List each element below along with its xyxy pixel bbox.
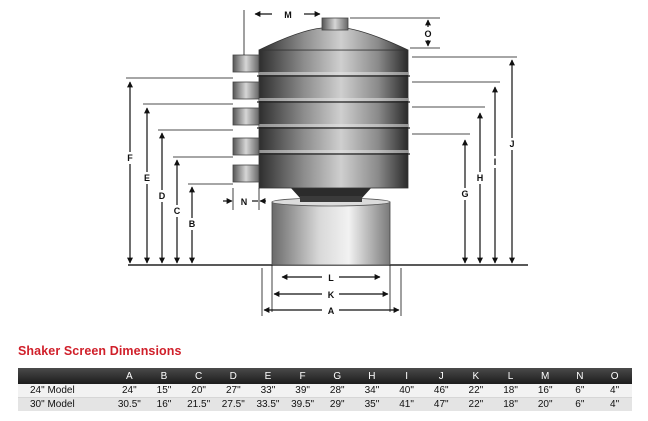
table-cell: 20" [527, 397, 563, 411]
table-header-cell: E [250, 368, 286, 384]
table-header-cell: H [354, 368, 390, 384]
table-cell: 15" [146, 384, 182, 398]
shaker-body [232, 17, 410, 266]
table-cell: 27" [215, 384, 251, 398]
table-row: 30" Model 30.5" 16" 21.5" 27.5" 33.5" 39… [18, 397, 632, 411]
table-cell: 24" [112, 384, 147, 398]
table-header-cell: A [112, 368, 147, 384]
model-name-cell: 24" Model [18, 384, 112, 398]
dim-label-m: M [284, 10, 292, 20]
model-name-cell: 30" Model [18, 397, 112, 411]
table-cell: 22" [458, 397, 494, 411]
dim-label-l: L [328, 273, 334, 283]
top-spout [321, 17, 349, 31]
table-header-cell: N [562, 368, 598, 384]
table-cell: 6" [562, 397, 598, 411]
dim-label-j: J [509, 139, 514, 149]
discharge-spouts [232, 54, 260, 183]
table-cell: 28" [319, 384, 355, 398]
table-cell: 47" [423, 397, 459, 411]
table-header-cell [18, 368, 112, 384]
dim-label-i: I [494, 157, 497, 167]
dim-label-b: B [189, 219, 196, 229]
dim-label-e: E [144, 173, 150, 183]
top-dome [258, 27, 409, 51]
dim-label-a: A [328, 306, 335, 316]
dim-label-k: K [328, 290, 335, 300]
table-cell: 34" [354, 384, 390, 398]
table-header-cell: B [146, 368, 182, 384]
table-cell: 18" [493, 384, 528, 398]
table-cell: 33" [250, 384, 286, 398]
dim-label-g: G [461, 189, 468, 199]
table-cell: 41" [389, 397, 424, 411]
shaker-screen-diagram: F E D C B G H I J M O N L K A [124, 10, 528, 316]
dim-label-d: D [159, 191, 166, 201]
table-header-cell: O [597, 368, 632, 384]
table-header-cell: I [389, 368, 424, 384]
dim-label-n: N [241, 197, 248, 207]
table-cell: 18" [493, 397, 528, 411]
table-cell: 4" [597, 384, 632, 398]
dim-label-f: F [127, 153, 133, 163]
table-cell: 29" [319, 397, 355, 411]
screen-cylinder [258, 49, 409, 189]
dim-label-h: H [477, 173, 484, 183]
table-header-cell: L [493, 368, 528, 384]
table-cell: 16" [146, 397, 182, 411]
table-header-cell: C [181, 368, 216, 384]
table-header-cell: J [423, 368, 459, 384]
section-title: Shaker Screen Dimensions [18, 344, 182, 358]
dim-label-o: O [424, 29, 431, 39]
base-stand [271, 201, 391, 266]
table-cell: 40" [389, 384, 424, 398]
table-cell: 21.5" [181, 397, 216, 411]
table-cell: 22" [458, 384, 494, 398]
table-header-cell: M [527, 368, 563, 384]
table-header-row: A B C D E F G H I J K L M N O [18, 368, 632, 384]
table-header-cell: F [285, 368, 320, 384]
dim-label-c: C [174, 206, 181, 216]
table-cell: 35" [354, 397, 390, 411]
table-header-cell: G [319, 368, 355, 384]
dimensions-table: A B C D E F G H I J K L M N O 24" Model … [18, 368, 632, 411]
table-cell: 33.5" [250, 397, 286, 411]
table-cell: 30.5" [112, 397, 147, 411]
table-cell: 16" [527, 384, 563, 398]
table-cell: 39" [285, 384, 320, 398]
table-cell: 6" [562, 384, 598, 398]
table-cell: 46" [423, 384, 459, 398]
table-header-cell: D [215, 368, 251, 384]
table-cell: 27.5" [215, 397, 251, 411]
table-row: 24" Model 24" 15" 20" 27" 33" 39" 28" 34… [18, 384, 632, 398]
table-header-cell: K [458, 368, 494, 384]
table-cell: 20" [181, 384, 216, 398]
table-cell: 4" [597, 397, 632, 411]
table-cell: 39.5" [285, 397, 320, 411]
